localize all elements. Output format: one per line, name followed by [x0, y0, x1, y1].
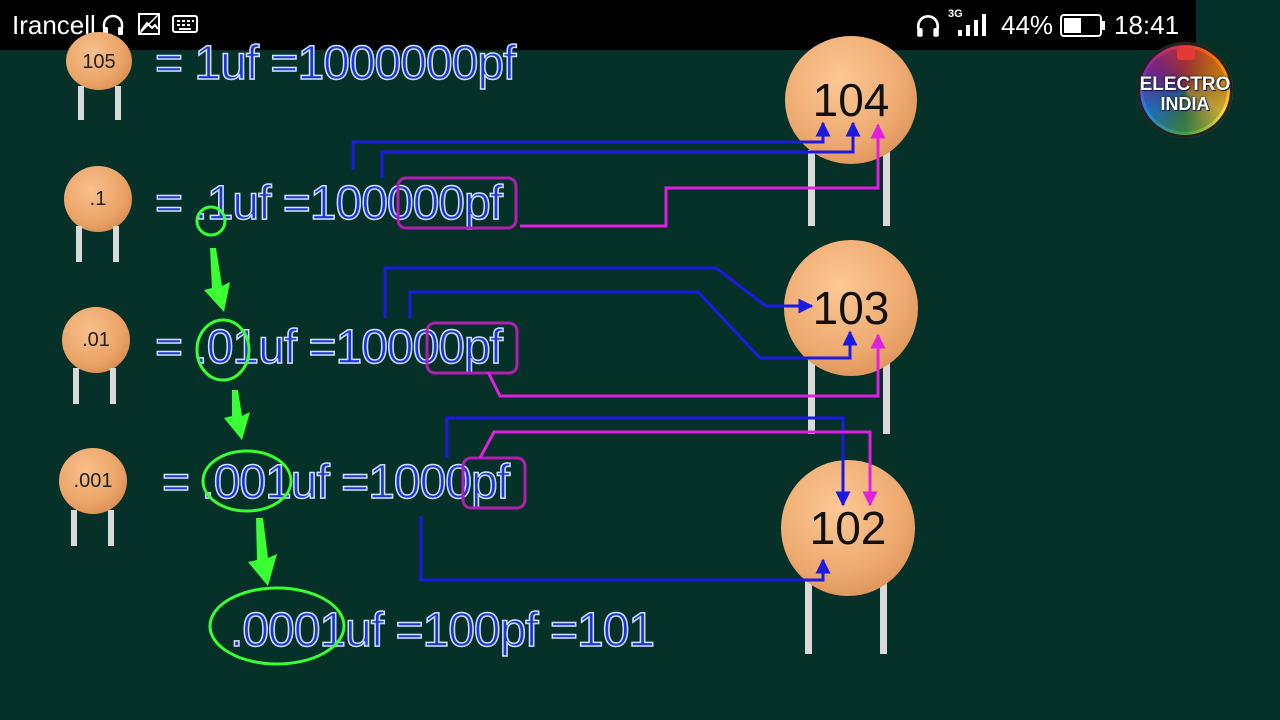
decimal-highlight-circle [195, 205, 227, 237]
capacitor-leg [115, 86, 121, 120]
capacitor-leg [883, 150, 890, 226]
equation-0-01uf: = .01uf =10000pf [154, 320, 504, 375]
capacitor-leg [883, 360, 890, 434]
connector-arrow [486, 333, 886, 398]
keyboard-icon [172, 12, 198, 41]
capacitor-leg [73, 368, 79, 404]
capacitor-leg [110, 368, 116, 404]
capacitor-leg [71, 510, 77, 546]
small-capacitor-105: 105 [66, 32, 132, 90]
capacitor-label: 105 [82, 51, 116, 73]
down-arrow-icon [248, 518, 277, 586]
zeros-highlight-box [425, 321, 519, 375]
capacitor-leg [76, 226, 82, 262]
capacitor-code: 104 [812, 74, 890, 126]
capacitor-leg [113, 226, 119, 262]
capacitor-label: .1 [89, 188, 107, 210]
connector-arrow [383, 266, 814, 318]
small-capacitor-0-01: .01 [62, 307, 130, 373]
capacitor-code: 103 [812, 282, 890, 334]
green-down-arrows [204, 248, 277, 586]
annotation-overlay [195, 121, 886, 666]
connector-arrow [380, 121, 861, 178]
equation-0-0001uf: .0001uf =100pf =101 [229, 603, 656, 658]
small-capacitor-0-1: .1 [64, 166, 132, 232]
connector-arrow [445, 416, 851, 507]
capacitor-code: 102 [809, 502, 887, 554]
equation-1uf: = 1uf =1000000pf [154, 36, 517, 91]
down-arrow-icon [224, 390, 250, 440]
equation-0-001uf: = .001uf =1000pf [161, 455, 511, 510]
decimal-highlight-circle [208, 586, 346, 666]
channel-logo: ELECTRO INDIA [1137, 42, 1233, 138]
zeros-highlight-box [396, 176, 518, 230]
small-capacitor-0-001: .001 [59, 448, 127, 514]
connector-arrow [351, 121, 831, 170]
zeros-highlight-box [461, 456, 527, 510]
clock: 18:41 [1114, 10, 1180, 40]
decimal-highlight-circle [201, 449, 293, 513]
battery-percent: 44% [1001, 10, 1054, 40]
logo-line-2: INDIA [1160, 94, 1210, 114]
youtube-icon [1177, 48, 1195, 60]
connector-arrow [408, 290, 858, 360]
decimal-highlight-circle [195, 318, 251, 382]
signal-icon [955, 12, 989, 43]
big-capacitor-102: 102 [781, 460, 915, 596]
capacitor-leg [78, 86, 84, 120]
capacitor-leg [880, 580, 887, 654]
image-icon [137, 12, 161, 41]
capacitor-leg [805, 580, 812, 654]
battery-icon [1060, 13, 1106, 44]
lesson-diagram: 105 .1 .01 .001 104 103 [0, 32, 1280, 720]
down-arrow-icon [204, 248, 230, 312]
logo-line-1: ELECTRO [1139, 74, 1231, 95]
connector-arrow [419, 516, 831, 582]
connector-arrow [478, 430, 878, 507]
equation-0-1uf: = .1uf =100000pf [154, 176, 504, 231]
headphones-icon [913, 12, 943, 45]
connector-arrow [520, 123, 886, 228]
capacitor-leg [108, 510, 114, 546]
capacitor-label: .01 [82, 329, 110, 351]
network-type: 3G [948, 8, 963, 20]
status-bar: Irancell 3G 44% 18:41 [0, 0, 1196, 50]
capacitor-label: .001 [73, 470, 113, 492]
